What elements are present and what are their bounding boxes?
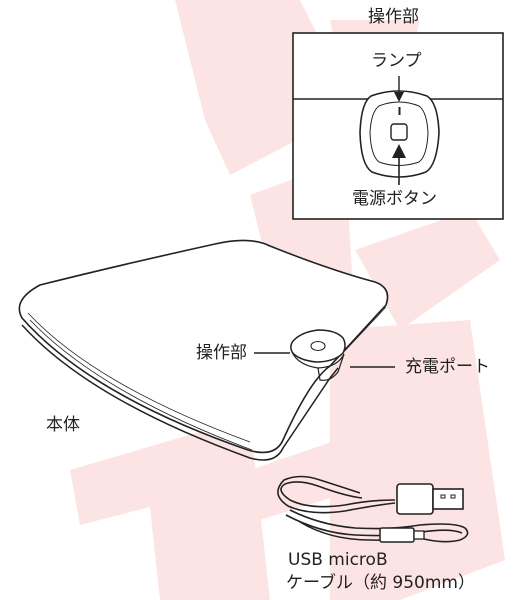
usb-a-connector	[432, 488, 464, 510]
charge-port-label: 充電ポート	[405, 357, 490, 377]
cable-label-line1: USB microB	[288, 550, 388, 570]
body-label: 本体	[46, 415, 80, 435]
power-button-icon	[310, 340, 326, 352]
power-button-icon	[390, 123, 408, 141]
pad-bottom-edge	[21, 324, 339, 461]
operation-panel-outline	[359, 90, 440, 178]
lamp-label: ランプ	[369, 51, 424, 71]
micro-b-plug	[379, 527, 415, 543]
cable-label-line2: ケーブル（約 950mm）	[286, 573, 475, 593]
callout-title: 操作部	[368, 7, 419, 27]
power-button-label: 電源ボタン	[350, 189, 439, 209]
usb-plug-housing	[396, 483, 434, 515]
operation-label: 操作部	[196, 343, 247, 363]
lamp-indicator	[398, 107, 401, 115]
